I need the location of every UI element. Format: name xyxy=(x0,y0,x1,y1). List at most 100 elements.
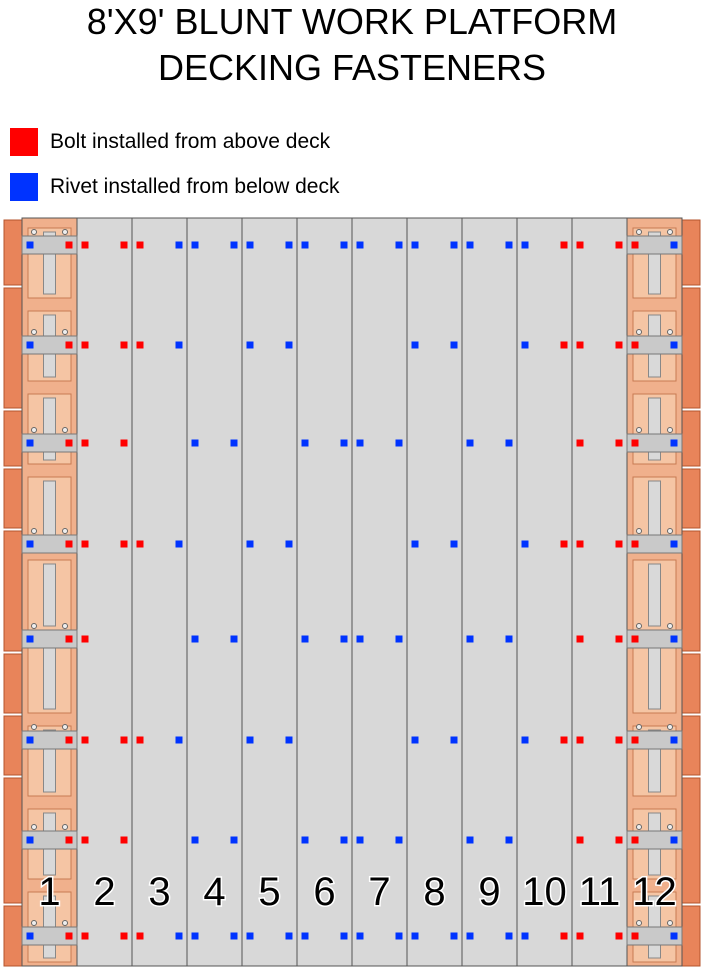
bolt-marker xyxy=(576,635,584,643)
rivet-marker xyxy=(26,241,34,249)
bolt-marker xyxy=(120,836,128,844)
rivet-marker xyxy=(191,635,199,643)
plank-number-4: 4 xyxy=(203,870,225,914)
rivet-swatch xyxy=(10,173,38,201)
rivet-marker xyxy=(521,241,529,249)
left-frame-segment xyxy=(3,653,23,714)
rivet-marker xyxy=(175,341,183,349)
bolt-marker xyxy=(120,932,128,940)
right-frame-segment xyxy=(681,410,701,467)
bolt-marker xyxy=(631,341,639,349)
rivet-marker xyxy=(191,241,199,249)
left-truss-post xyxy=(43,563,56,627)
left-frame-segment xyxy=(3,530,23,652)
rivet-marker xyxy=(246,241,254,249)
cross-beam xyxy=(626,335,683,355)
legend-label-rivet: Rivet installed from below deck xyxy=(50,175,340,198)
beam-bolt-hole xyxy=(667,623,673,629)
bolt-marker xyxy=(631,736,639,744)
rivet-marker xyxy=(450,341,458,349)
beam-bolt-hole xyxy=(62,427,68,433)
bolt-marker xyxy=(615,836,623,844)
cross-beam xyxy=(21,534,78,554)
beam-bolt-hole xyxy=(636,920,642,926)
plank-number-5: 5 xyxy=(258,870,280,914)
beam-bolt-hole xyxy=(667,724,673,730)
cross-beam xyxy=(626,534,683,554)
rivet-marker xyxy=(26,341,34,349)
bolt-marker xyxy=(615,932,623,940)
bolt-marker xyxy=(631,635,639,643)
rivet-marker xyxy=(285,341,293,349)
bolt-marker xyxy=(576,932,584,940)
rivet-marker xyxy=(466,635,474,643)
left-frame-segment xyxy=(3,468,23,529)
bolt-marker xyxy=(81,241,89,249)
cross-beam xyxy=(21,433,78,453)
beam-bolt-hole xyxy=(667,427,673,433)
rivet-marker xyxy=(411,241,419,249)
cross-beam xyxy=(21,830,78,850)
plank-number-7: 7 xyxy=(368,870,390,914)
bolt-marker xyxy=(560,241,568,249)
right-frame-segment xyxy=(681,653,701,714)
bolt-swatch xyxy=(10,128,38,156)
rivet-marker xyxy=(670,341,678,349)
beam-bolt-hole xyxy=(31,329,37,335)
plank-number-12: 12 xyxy=(632,870,677,914)
plank-number-6: 6 xyxy=(313,870,335,914)
rivet-marker xyxy=(301,635,309,643)
rivet-marker xyxy=(411,540,419,548)
rivet-marker xyxy=(191,836,199,844)
beam-bolt-hole xyxy=(31,920,37,926)
cross-beam xyxy=(21,235,78,255)
legend-item-bolt: Bolt installed from above deck xyxy=(10,127,330,157)
plank-number-2: 2 xyxy=(93,870,115,914)
left-frame-segment xyxy=(3,219,23,286)
rivet-marker xyxy=(670,635,678,643)
rivet-marker xyxy=(340,836,348,844)
beam-bolt-hole xyxy=(62,824,68,830)
rivet-marker xyxy=(395,932,403,940)
plank-5 xyxy=(241,217,298,967)
rivet-marker xyxy=(301,836,309,844)
rivet-marker xyxy=(246,736,254,744)
legend-item-rivet: Rivet installed from below deck xyxy=(10,172,339,202)
bolt-marker xyxy=(81,540,89,548)
left-frame-segment xyxy=(3,777,23,904)
bolt-marker xyxy=(65,635,73,643)
rivet-marker xyxy=(466,836,474,844)
bolt-marker xyxy=(615,635,623,643)
rivet-marker xyxy=(466,439,474,447)
beam-bolt-hole xyxy=(31,724,37,730)
beam-bolt-hole xyxy=(31,824,37,830)
plank-10 xyxy=(516,217,573,967)
bolt-marker xyxy=(81,341,89,349)
right-frame-segment xyxy=(681,219,701,286)
rivet-marker xyxy=(191,439,199,447)
rivet-marker xyxy=(521,540,529,548)
beam-bolt-hole xyxy=(667,329,673,335)
beam-bolt-hole xyxy=(636,623,642,629)
plank-4 xyxy=(186,217,243,967)
bolt-marker xyxy=(576,836,584,844)
bolt-marker xyxy=(120,241,128,249)
rivet-marker xyxy=(230,439,238,447)
rivet-marker xyxy=(26,932,34,940)
bolt-marker xyxy=(65,836,73,844)
cross-beam xyxy=(626,730,683,750)
rivet-marker xyxy=(450,932,458,940)
bolt-marker xyxy=(120,439,128,447)
plank-number-11: 11 xyxy=(579,870,621,914)
beam-bolt-hole xyxy=(62,623,68,629)
rivet-marker xyxy=(356,635,364,643)
cross-beam xyxy=(21,629,78,649)
right-frame-segment xyxy=(681,715,701,776)
bolt-marker xyxy=(560,736,568,744)
plank-7 xyxy=(351,217,408,967)
beam-bolt-hole xyxy=(667,229,673,235)
rivet-marker xyxy=(26,439,34,447)
cross-beam xyxy=(626,926,683,946)
rivet-marker xyxy=(26,736,34,744)
rivet-marker xyxy=(230,932,238,940)
